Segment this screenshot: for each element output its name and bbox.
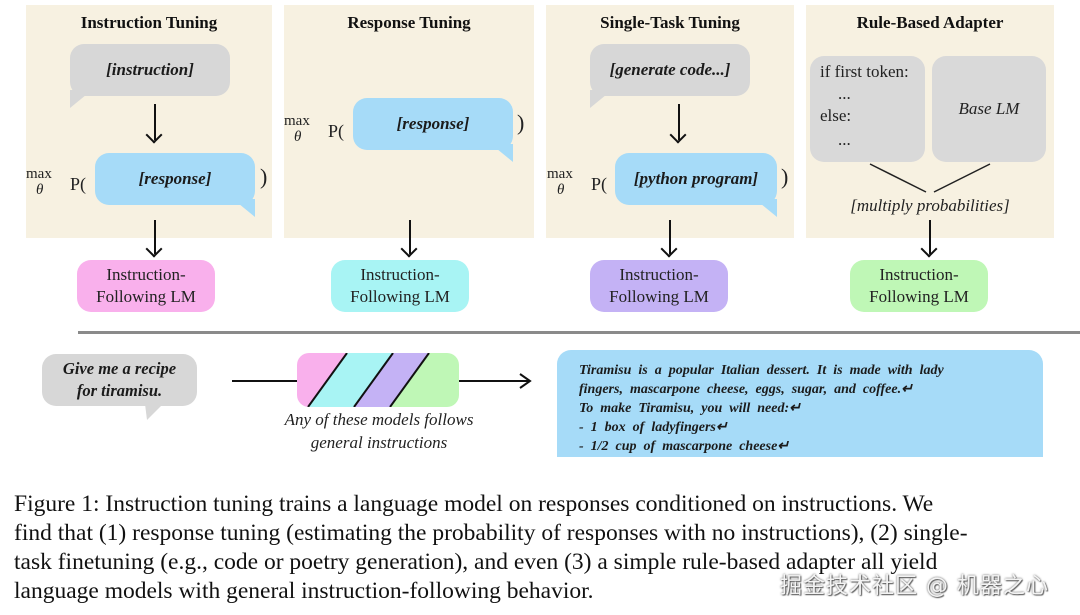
caption-line: language models with general instruction… — [14, 578, 594, 604]
result-label-line2: Following LM — [96, 287, 196, 306]
rule-line: if first token: — [820, 62, 909, 81]
caption-line: task finetuning (e.g., code or poetry ge… — [14, 549, 938, 575]
striped-models-box — [297, 353, 459, 407]
theta-symbol: θ — [557, 182, 565, 198]
section-divider — [78, 331, 1080, 334]
theta-symbol: θ — [294, 129, 302, 145]
panel-title: Rule-Based Adapter — [856, 13, 1004, 32]
prompt-line2: for tiramisu. — [76, 381, 163, 400]
rule-code-box: if first token: ... else: ... — [810, 56, 925, 162]
response-bubble-text: [response] — [138, 169, 212, 188]
max-probability-expression: max θ P( — [26, 166, 96, 202]
result-model-rule-based-adapter: Instruction- Following LM — [850, 260, 988, 312]
instruction-bubble-tail — [590, 90, 612, 108]
max-operator: max — [547, 166, 573, 182]
result-label-line2: Following LM — [350, 287, 450, 306]
flow-line-left — [232, 380, 298, 382]
max-probability-expression: max θ P( — [547, 166, 617, 202]
response-line: - 1/2 cup of mascarpone cheese↵ — [579, 439, 790, 454]
stripe-rule-based-adapter — [390, 353, 459, 407]
stripe-single-task-tuning — [354, 353, 429, 407]
max-operator: max — [284, 113, 310, 129]
result-model-single-task-tuning: Instruction- Following LM — [590, 260, 728, 312]
base-lm-label: Base LM — [958, 99, 1020, 118]
response-line: fingers, mascarpone cheese, eggs, sugar,… — [579, 382, 913, 397]
multiply-probabilities-label: [multiply probabilities] — [850, 196, 1010, 215]
probability-open: P( — [591, 174, 608, 194]
result-label-line1: Instruction- — [106, 265, 186, 284]
result-label-line1: Instruction- — [619, 265, 699, 284]
response-bubble: [python program] — [615, 153, 777, 205]
result-model-instruction-tuning: Instruction- Following LM — [77, 260, 215, 312]
caption-line: Figure 1: Instruction tuning trains a la… — [14, 491, 934, 517]
theta-symbol: θ — [36, 182, 44, 198]
response-bubble-text: [python program] — [633, 169, 759, 188]
instruction-bubble: [generate code...] — [590, 44, 750, 96]
response-bubble-tail — [233, 199, 255, 217]
rule-line: ... — [838, 130, 851, 149]
panel-title: Response Tuning — [347, 13, 471, 32]
rule-line: ... — [838, 84, 851, 103]
combine-lines — [869, 163, 991, 193]
models-caption-line2: general instructions — [310, 433, 448, 452]
result-label-line2: Following LM — [609, 287, 709, 306]
result-label-line2: Following LM — [869, 287, 969, 306]
result-label-line1: Instruction- — [360, 265, 440, 284]
instruction-bubble-tail — [70, 90, 92, 108]
arrow-down-icon — [669, 220, 671, 254]
response-line: Tiramisu is a popular Italian dessert. I… — [579, 363, 944, 378]
probability-close: ) — [260, 164, 268, 189]
caption-line: find that (1) response tuning (estimatin… — [14, 520, 968, 546]
panel-title: Single-Task Tuning — [600, 13, 740, 32]
watermark: 掘金技术社区 @ 机器之心 — [780, 574, 1049, 599]
response-bubble: [response] — [353, 98, 513, 150]
arrow-right-icon — [519, 373, 532, 389]
stripe-instruction-tuning — [297, 353, 347, 407]
base-lm-box: Base LM — [932, 56, 1046, 162]
response-line: - 1 box of ladyfingers↵ — [579, 420, 728, 435]
instruction-bubble-text: [generate code...] — [609, 60, 731, 79]
stripe-response-tuning — [308, 353, 393, 407]
result-label-line1: Instruction- — [879, 265, 959, 284]
panel-title: Instruction Tuning — [80, 13, 218, 32]
probability-close: ) — [781, 164, 789, 189]
arrow-down-icon — [154, 104, 156, 140]
arrow-down-icon — [154, 220, 156, 254]
arrow-down-icon — [409, 220, 411, 254]
arrow-down-icon — [678, 104, 680, 140]
prompt-bubble: Give me a recipe for tiramisu. — [42, 354, 197, 406]
instruction-bubble-text: [instruction] — [106, 60, 194, 79]
prompt-bubble-tail — [145, 404, 163, 420]
response-example-box: Tiramisu is a popular Italian dessert. I… — [557, 350, 1043, 457]
response-bubble-tail — [755, 199, 777, 217]
probability-open: P( — [70, 174, 87, 194]
max-operator: max — [26, 166, 52, 182]
figure-caption: Figure 1: Instruction tuning trains a la… — [14, 490, 1070, 606]
response-bubble-text: [response] — [396, 114, 470, 133]
probability-close: ) — [517, 110, 525, 135]
rule-line: else: — [820, 106, 852, 125]
arrow-down-icon — [929, 220, 931, 254]
result-model-response-tuning: Instruction- Following LM — [331, 260, 469, 312]
instruction-bubble: [instruction] — [70, 44, 230, 96]
flow-line-right — [459, 380, 529, 382]
response-line: To make Tiramisu, you will need:↵ — [579, 401, 801, 416]
models-caption-line1: Any of these models follows — [284, 410, 474, 429]
max-probability-expression: max θ P( — [284, 113, 354, 149]
response-bubble-tail — [491, 144, 513, 162]
models-caption: Any of these models follows general inst… — [250, 408, 508, 454]
response-bubble: [response] — [95, 153, 255, 205]
probability-open: P( — [328, 121, 345, 141]
prompt-line1: Give me a recipe — [62, 359, 177, 378]
